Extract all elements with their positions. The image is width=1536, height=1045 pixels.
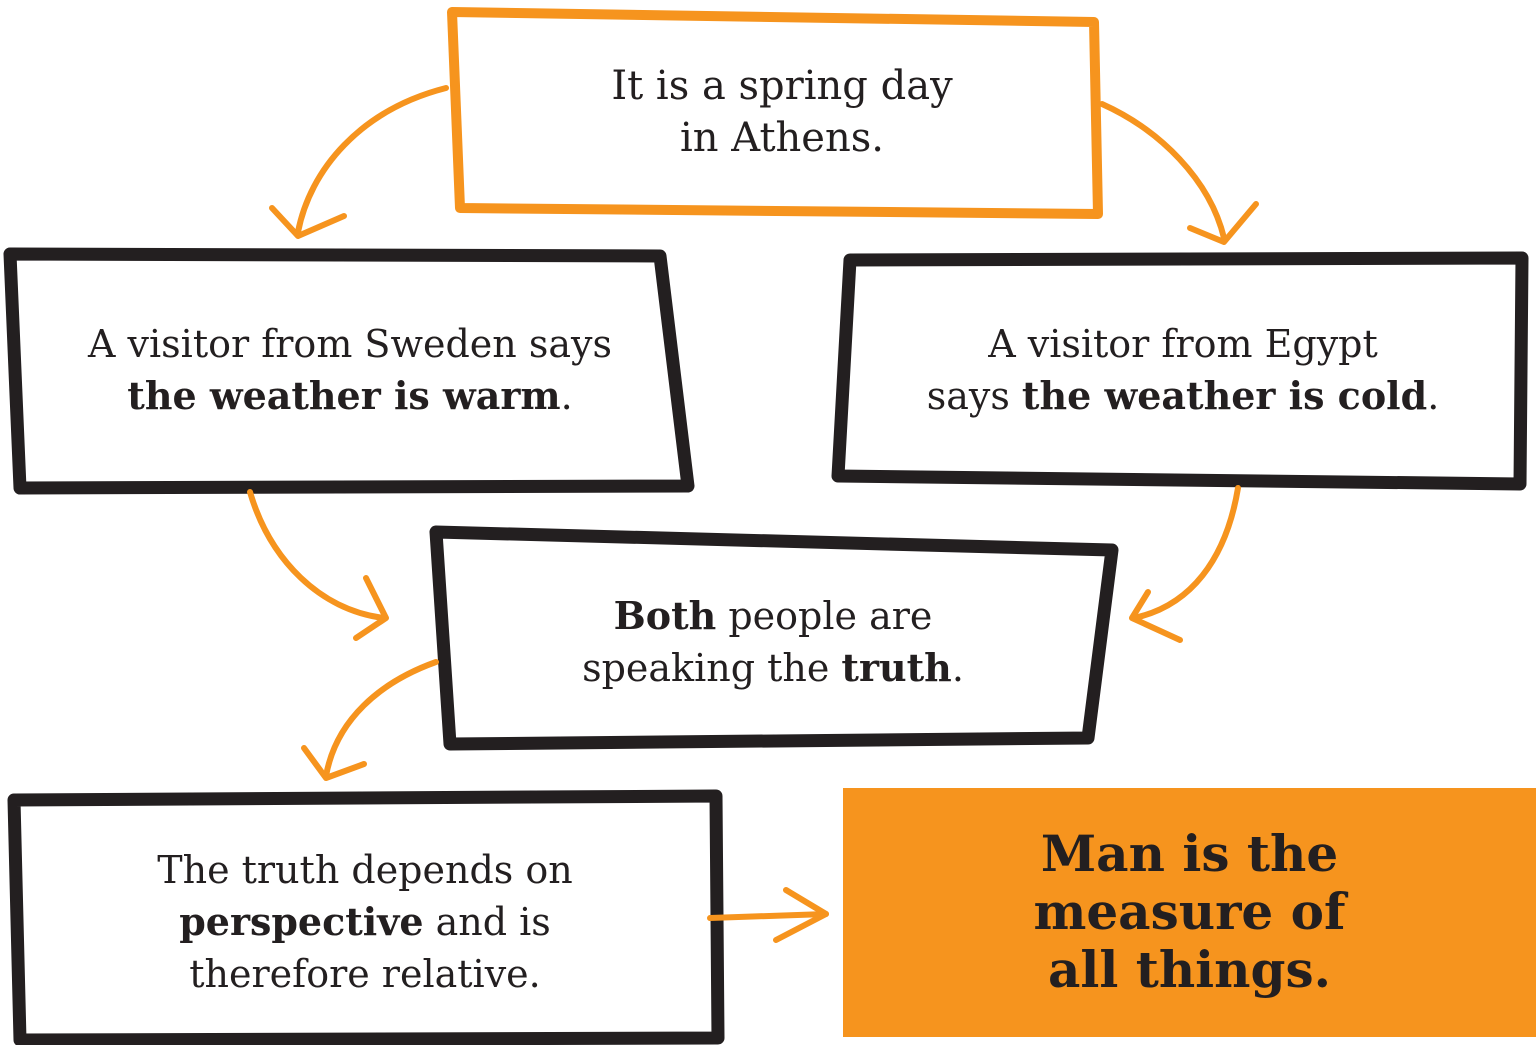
- both-line2: speaking the truth.: [582, 645, 964, 690]
- sweden-line1: A visitor from Sweden says: [88, 322, 612, 366]
- relative-line3: therefore relative.: [189, 952, 541, 996]
- egypt-claim: the weather is cold: [1021, 373, 1428, 418]
- conclusion-line1: Man is the: [1040, 824, 1339, 883]
- sweden-text: A visitor from Sweden says the weather i…: [20, 318, 680, 422]
- relative-text: The truth depends on perspective and is …: [20, 844, 710, 1000]
- relative-box: [7, 789, 725, 1045]
- arrowhead-egypt-to-both: [1129, 589, 1183, 643]
- sweden-line2: the weather is warm.: [127, 373, 573, 418]
- arrow-relative-to-conclusion: [707, 911, 829, 921]
- sweden-claim: the weather is warm: [127, 373, 561, 418]
- arrowhead-sweden-to-both: [353, 575, 389, 641]
- conclusion-box: [843, 788, 1536, 1037]
- arrowhead-athens-to-egypt: [1187, 201, 1259, 245]
- egypt-text: A visitor from Egypt says the weather is…: [850, 318, 1516, 422]
- athens-box: [447, 7, 1103, 219]
- conclusion-text: Man is the measure of all things.: [843, 825, 1536, 999]
- arrow-athens-to-egypt: [1099, 101, 1227, 241]
- sweden-box: [3, 247, 695, 495]
- arrowhead-both-to-relative: [301, 745, 367, 781]
- egypt-box: [831, 251, 1529, 491]
- arrow-athens-to-sweden: [295, 85, 449, 235]
- arrowhead-athens-to-sweden: [269, 205, 347, 239]
- arrow-both-to-relative: [323, 659, 439, 779]
- both-text: Both people are speaking the truth.: [448, 590, 1098, 694]
- egypt-line2: says the weather is cold.: [926, 373, 1440, 418]
- egypt-line1: A visitor from Egypt: [988, 322, 1378, 366]
- arrow-egypt-to-both: [1131, 485, 1241, 621]
- arrowhead-relative-to-conclusion: [773, 887, 829, 943]
- athens-line1: It is a spring day: [611, 63, 953, 109]
- athens-text: It is a spring day in Athens.: [452, 60, 1112, 164]
- relative-line2: perspective and is: [179, 899, 551, 944]
- conclusion-line2: measure of: [1033, 882, 1346, 941]
- arrow-sweden-to-both: [247, 489, 387, 621]
- both-box: [429, 525, 1119, 751]
- both-line1: Both people are: [613, 593, 933, 638]
- conclusion-line3: all things.: [1047, 940, 1332, 999]
- athens-line2: in Athens.: [680, 115, 884, 161]
- relative-line1: The truth depends on: [157, 848, 573, 892]
